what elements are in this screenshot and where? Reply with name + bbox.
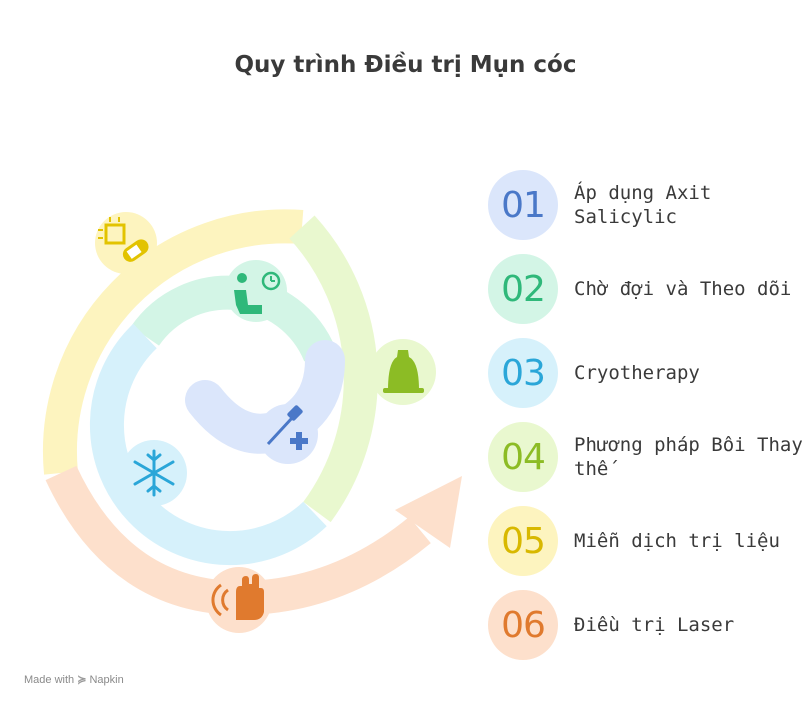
spiral-arrowhead	[395, 476, 462, 548]
spiral-diagram	[42, 209, 462, 633]
napkin-brand-text: Napkin	[89, 674, 124, 686]
syringe-plus-icon	[258, 404, 318, 464]
made-with-text: Made with	[24, 674, 75, 686]
step-number-badge: 05	[488, 506, 558, 576]
step-item: 04 Phương pháp Bôi Thay thế	[488, 422, 811, 492]
step-number-badge: 01	[488, 170, 558, 240]
laser-hand-icon	[206, 567, 272, 633]
step-item: 06 Điều trị Laser	[488, 590, 811, 660]
napkin-logo-icon: ≽	[77, 674, 87, 686]
spiral-segment-sky	[89, 323, 327, 566]
spiral-segment-green	[289, 215, 378, 523]
duct-tape-bell-icon	[370, 339, 436, 405]
step-label: Chờ đợi và Theo dõi	[574, 278, 792, 300]
step-label: Điều trị Laser	[574, 614, 735, 636]
snowflake-icon	[121, 440, 187, 506]
step-item: 05 Miễn dịch trị liệu	[488, 506, 811, 576]
step-number-badge: 06	[488, 590, 558, 660]
step-item: 02 Chờ đợi và Theo dõi	[488, 254, 811, 324]
page-title: Quy trình Điều trị Mụn cóc	[234, 52, 577, 78]
step-number-badge: 03	[488, 338, 558, 408]
step-label: Áp dụng Axit Salicylic	[574, 182, 712, 228]
step-item: 03 Cryotherapy	[488, 338, 811, 408]
step-number-badge: 04	[488, 422, 558, 492]
step-label: Miễn dịch trị liệu	[574, 530, 780, 552]
spiral-segment-yellow	[42, 209, 304, 475]
step-label: Phương pháp Bôi Thay thế	[574, 434, 803, 480]
medicine-icon	[95, 212, 157, 274]
waiting-room-icon	[225, 260, 287, 322]
step-label: Cryotherapy	[574, 362, 700, 384]
step-number-badge: 02	[488, 254, 558, 324]
napkin-attribution[interactable]: Made with ≽ Napkin	[24, 673, 124, 686]
step-item: 01 Áp dụng Axit Salicylic	[488, 170, 811, 240]
